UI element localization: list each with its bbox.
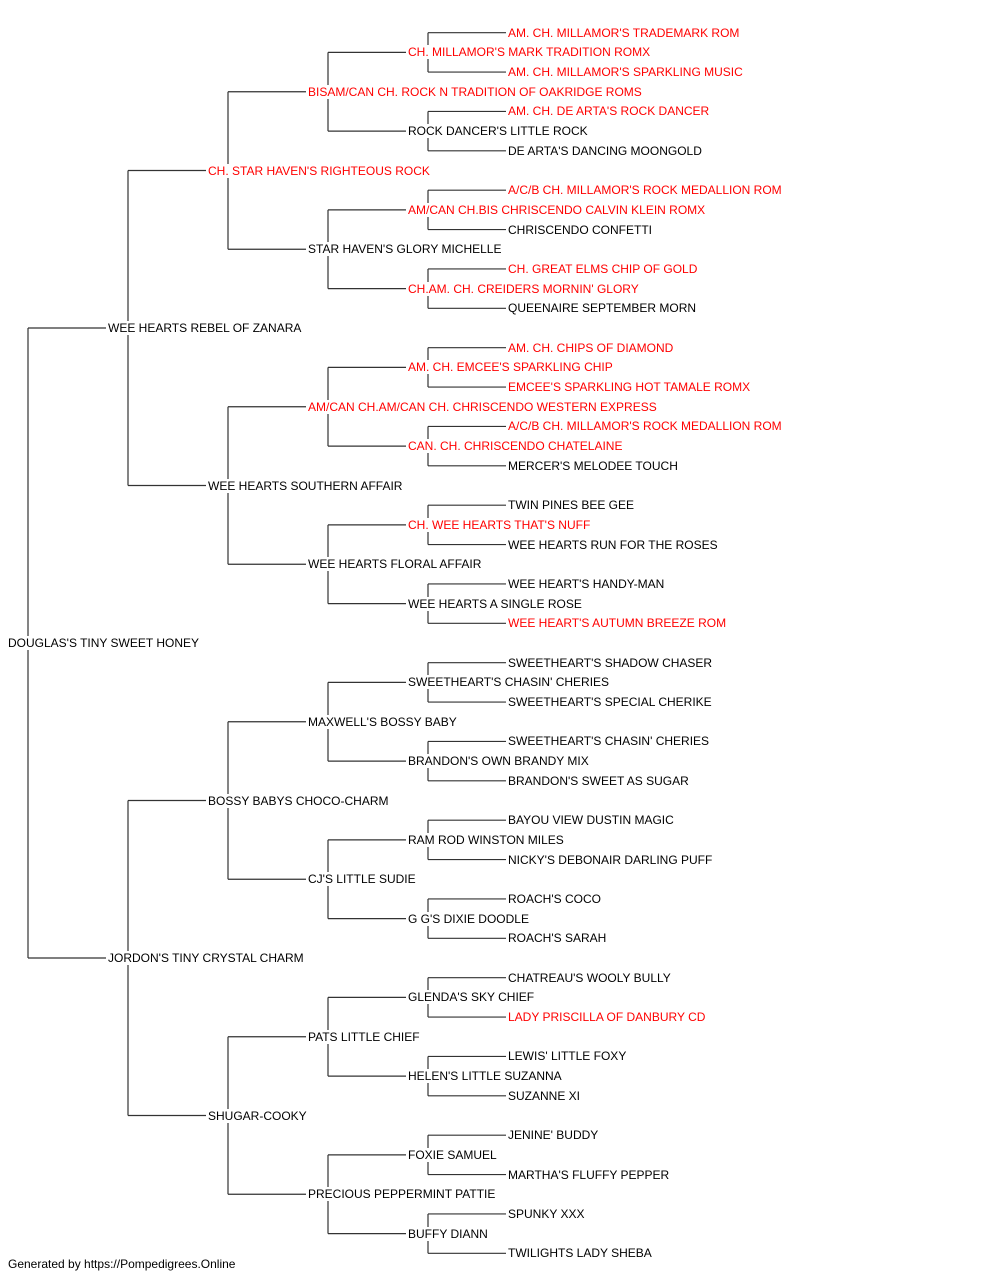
dam-name: CAN. CH. CHRISCENDO CHATELAINE <box>408 439 625 454</box>
dam-name: NICKY'S DEBONAIR DARLING PUFF <box>508 852 715 867</box>
sire-name: A/C/B CH. MILLAMOR'S ROCK MEDALLION ROM <box>508 183 784 198</box>
dam-name: WEE HEARTS A SINGLE ROSE <box>408 596 584 611</box>
sire-name: SWEETHEART'S CHASIN' CHERIES <box>508 734 712 749</box>
sire-name: CH. MILLAMOR'S MARK TRADITION ROMX <box>408 45 653 60</box>
dam-name: PRECIOUS PEPPERMINT PATTIE <box>308 1187 498 1202</box>
dam-name: JORDON'S TINY CRYSTAL CHARM <box>108 951 306 965</box>
sire-name: AM. CH. DE ARTA'S ROCK DANCER <box>508 104 712 119</box>
dam-name: MERCER'S MELODEE TOUCH <box>508 458 680 473</box>
sire-name: JENINE' BUDDY <box>508 1128 601 1143</box>
dam-name: DE ARTA'S DANCING MOONGOLD <box>508 143 704 158</box>
dam-name: CHRISCENDO CONFETTI <box>508 222 654 237</box>
sire-name: SPUNKY XXX <box>508 1206 587 1221</box>
dam-name: QUEENAIRE SEPTEMBER MORN <box>508 301 699 316</box>
sire-name: AM/CAN CH.AM/CAN CH. CHRISCENDO WESTERN … <box>308 399 659 414</box>
footer-credit: Generated by https://Pompedigrees.Online <box>8 1257 236 1271</box>
dam-name: MARTHA'S FLUFFY PEPPER <box>508 1167 672 1182</box>
sire-name: LEWIS' LITTLE FOXY <box>508 1049 629 1064</box>
sire-name: BAYOU VIEW DUSTIN MAGIC <box>508 813 676 828</box>
dam-name: WEE HEARTS SOUTHERN AFFAIR <box>208 478 405 493</box>
dam-name: ROACH'S SARAH <box>508 931 609 946</box>
sire-name: AM. CH. CHIPS OF DIAMOND <box>508 340 676 355</box>
sire-name: CH. WEE HEARTS THAT'S NUFF <box>408 517 593 532</box>
dam-name: TWILIGHTS LADY SHEBA <box>508 1246 654 1261</box>
dam-name: BRANDON'S SWEET AS SUGAR <box>508 773 691 788</box>
sire-name: AM/CAN CH.BIS CHRISCENDO CALVIN KLEIN RO… <box>408 202 708 217</box>
sire-name: BOSSY BABYS CHOCO-CHARM <box>208 793 391 808</box>
dam-name: WEE HEARTS FLORAL AFFAIR <box>308 557 484 572</box>
sire-name: AM. CH. MILLAMOR'S TRADEMARK ROM <box>508 25 742 40</box>
sire-name: CH. STAR HAVEN'S RIGHTEOUS ROCK <box>208 163 432 178</box>
dam-name: LADY PRISCILLA OF DANBURY CD <box>508 1010 708 1025</box>
sire-name: RAM ROD WINSTON MILES <box>408 832 566 847</box>
dam-name: WEE HEART'S AUTUMN BREEZE ROM <box>508 616 729 631</box>
sire-name: TWIN PINES BEE GEE <box>508 498 637 513</box>
dam-name: SUZANNE XI <box>508 1088 583 1103</box>
sire-name: AM. CH. EMCEE'S SPARKLING CHIP <box>408 360 615 375</box>
sire-name: A/C/B CH. MILLAMOR'S ROCK MEDALLION ROM <box>508 419 784 434</box>
sire-name: FOXIE SAMUEL <box>408 1147 499 1162</box>
dam-name: G G'S DIXIE DOODLE <box>408 911 531 926</box>
dam-name: AM. CH. MILLAMOR'S SPARKLING MUSIC <box>508 65 745 80</box>
dam-name: BUFFY DIANN <box>408 1226 490 1241</box>
dam-name: EMCEE'S SPARKLING HOT TAMALE ROMX <box>508 380 753 395</box>
sire-name: GLENDA'S SKY CHIEF <box>408 990 537 1005</box>
sire-name: MAXWELL'S BOSSY BABY <box>308 714 459 729</box>
dam-name: CH.AM. CH. CREIDERS MORNIN' GLORY <box>408 281 641 296</box>
sire-name: PATS LITTLE CHIEF <box>308 1029 422 1044</box>
sire-name: CH. GREAT ELMS CHIP OF GOLD <box>508 261 700 276</box>
sire-name: WEE HEART'S HANDY-MAN <box>508 576 667 591</box>
dam-name: HELEN'S LITTLE SUZANNA <box>408 1069 564 1084</box>
dam-name: BRANDON'S OWN BRANDY MIX <box>408 754 591 769</box>
dam-name: SWEETHEART'S SPECIAL CHERIKE <box>508 695 714 710</box>
subject-dog-name: DOUGLAS'S TINY SWEET HONEY <box>8 636 202 650</box>
sire-name: CHATREAU'S WOOLY BULLY <box>508 970 673 985</box>
sire-name: SWEETHEART'S SHADOW CHASER <box>508 655 715 670</box>
sire-name: SWEETHEART'S CHASIN' CHERIES <box>408 675 612 690</box>
dam-name: STAR HAVEN'S GLORY MICHELLE <box>308 242 504 257</box>
dam-name: WEE HEARTS RUN FOR THE ROSES <box>508 537 720 552</box>
dam-name: CJ'S LITTLE SUDIE <box>308 872 418 887</box>
sire-name: BISAM/CAN CH. ROCK N TRADITION OF OAKRID… <box>308 84 644 99</box>
sire-name: WEE HEARTS REBEL OF ZANARA <box>108 321 304 335</box>
dam-name: SHUGAR-COOKY <box>208 1108 309 1123</box>
dam-name: ROCK DANCER'S LITTLE ROCK <box>408 124 590 139</box>
sire-name: ROACH'S COCO <box>508 891 603 906</box>
